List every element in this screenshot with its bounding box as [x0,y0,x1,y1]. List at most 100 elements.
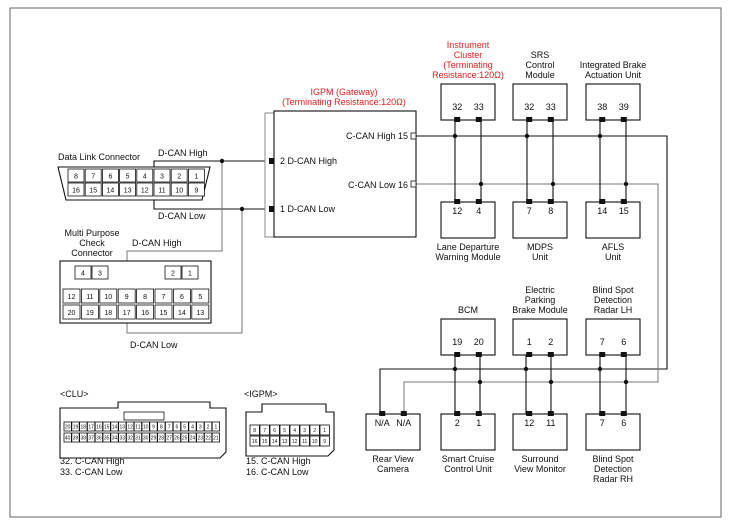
junction-dot [452,133,458,139]
module-label-1: Blind Spot [592,285,634,295]
clu-legend-title: <CLU> [60,389,89,399]
clu-pin: 21 [213,436,219,442]
module-pin-1: 7 [600,418,605,428]
dlc-pin: 5 [126,174,130,181]
clu-pin-cell [164,432,174,443]
module-label-2: Detection [594,464,632,474]
clu-pin: 2 [207,425,210,431]
mpc-pin: 9 [125,294,129,301]
gateway-pin-clow: C-CAN Low 16 [348,180,408,190]
clu-pin: 34 [112,436,118,442]
mpc-pin-cell [62,288,81,304]
clu-pin: 15 [104,425,110,431]
igpm-pin-cell [319,424,330,436]
dlc-pin-cell [136,168,154,183]
clu-pin-cell [211,421,220,432]
clu-pin-cell [118,432,127,443]
igpm-pin-cell [309,435,320,447]
module-terminal [454,199,461,204]
clu-legend-line2: 33. C-CAN Low [60,467,123,477]
mpc-pin: 20 [68,310,76,317]
mpc-pin: 13 [196,310,204,317]
c-can-high-wire [379,135,668,412]
igpm-pin-cell [259,435,270,447]
mpc-title-1: Multi Purpose [64,228,119,238]
module-terminal [526,117,533,122]
dlc-pin: 9 [194,188,198,195]
mpc-pin-cell [136,288,155,304]
module-terminal [475,411,482,416]
clu-pin-cell [211,432,220,443]
igpm-pin: 9 [323,439,326,445]
junction-dot [524,133,530,139]
clu-pin: 9 [152,425,155,431]
mpc-pin: 19 [86,310,94,317]
mpc-dhigh-label: D-CAN High [132,238,182,248]
module-label-3: Brake Module [512,305,568,315]
dlc-pin-cell [102,182,119,197]
mpc-pin: 7 [162,294,166,301]
clu-pin: 17 [88,425,94,431]
gateway-terminal-16 [410,180,417,188]
junction-dot [452,366,458,372]
module-pin-1: 12 [524,418,534,428]
module-pin-2: 15 [619,206,629,216]
gateway-pin-dlow: 1 D-CAN Low [280,204,336,214]
dlc-pin: 15 [89,188,97,195]
mpc-pin-cell [154,304,173,320]
module-pin-1: 32 [452,102,462,112]
module-label-3: Radar RH [593,474,633,484]
module-pin-1: 38 [597,102,607,112]
igpm-pin-cell [309,424,320,436]
junction-dot [219,158,225,164]
junction-dot [548,379,554,385]
gateway-terminal-2 [269,158,274,164]
mpc-pin: 3 [98,271,102,278]
igpm-pin: 8 [253,428,256,434]
clu-pin-cell [188,432,197,443]
igpm-pin-cell [269,435,280,447]
module-pin-2: 33 [546,102,556,112]
dlc-pin-cell [84,168,102,183]
dlc-pin-cell [187,182,205,197]
module-box [512,83,568,121]
module-pin-2: 11 [546,418,555,428]
mpc-pin-cell [172,304,191,320]
module-label-1: Smart Cruise [442,454,495,464]
igpm-pin: 15 [262,439,268,445]
clu-latch [123,411,165,421]
module-label-2: Actuation Unit [585,70,642,80]
clu-legend-line1: 32. C-CAN High [60,456,125,466]
clu-pin-cell [172,432,181,443]
module-box [440,318,496,356]
mpc-pin: 11 [86,294,93,301]
igpm-pin-cell [299,435,310,447]
junction-dot [478,181,484,187]
module-terminal [526,352,533,357]
module-label-1: Instrument [447,40,490,50]
dlc-pin: 11 [158,188,165,195]
module-pin-1: 1 [527,337,532,347]
module-pin-1: 2 [455,418,460,428]
clu-pin: 11 [135,425,140,431]
module-terminal [475,117,482,122]
module-box [585,318,641,356]
clu-pin: 13 [120,425,126,431]
clu-pin-cell [180,432,189,443]
module-terminal [599,352,606,357]
clu-pin: 8 [160,425,163,431]
module-box [585,201,641,239]
igpm-pin-cell [289,435,300,447]
module-terminal [547,199,554,204]
dlc-pin-cell [84,182,102,197]
clu-pin-cell [164,421,174,432]
dlc-pin: 7 [91,174,95,181]
module-pin-1: 19 [452,337,462,347]
